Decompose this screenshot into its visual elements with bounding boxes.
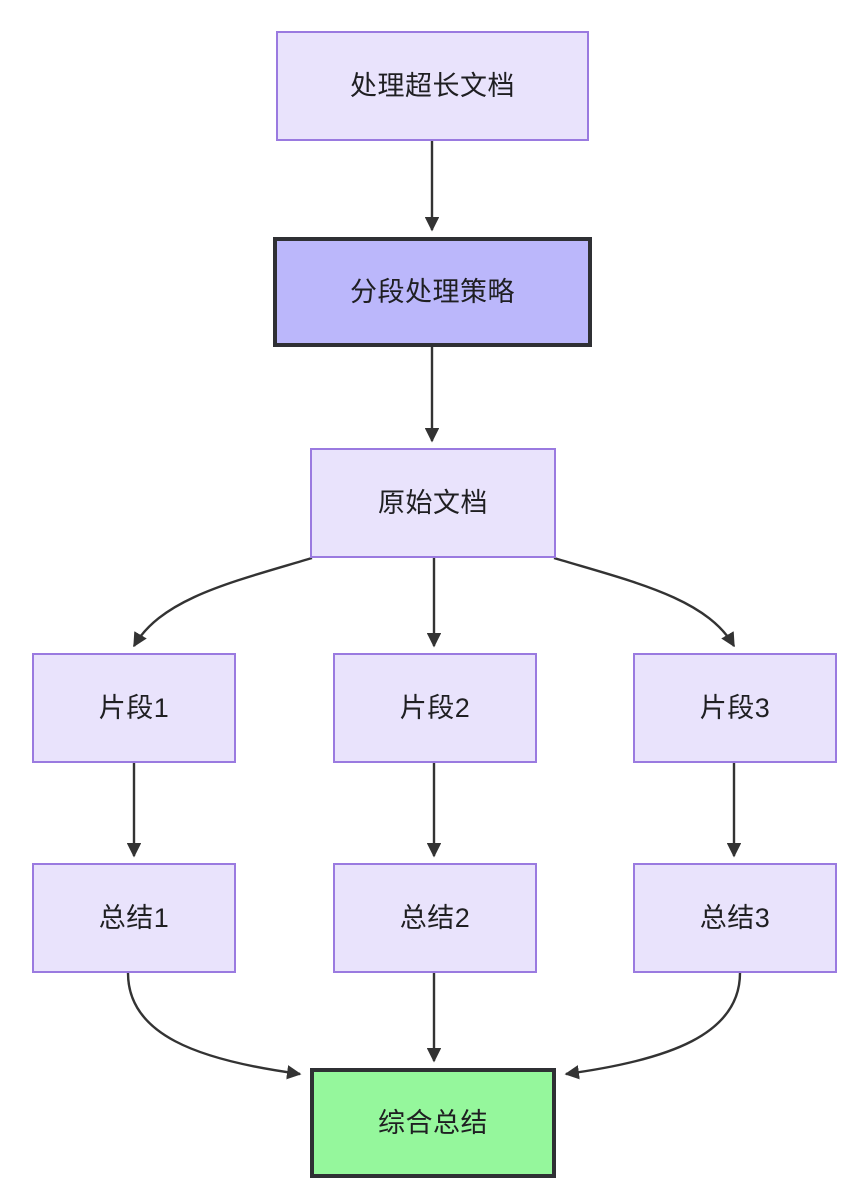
node-summary-2-label: 总结2 xyxy=(399,902,471,933)
node-summary-1[interactable]: 总结1 xyxy=(32,863,236,973)
node-summary-2[interactable]: 总结2 xyxy=(333,863,537,973)
node-summary-3-label: 总结3 xyxy=(699,902,771,933)
node-doc-long-label: 处理超长文档 xyxy=(350,70,515,101)
node-summary-3[interactable]: 总结3 xyxy=(633,863,837,973)
node-strategy-label: 分段处理策略 xyxy=(350,276,515,307)
node-strategy[interactable]: 分段处理策略 xyxy=(273,237,592,347)
node-source-doc-label: 原始文档 xyxy=(378,487,488,518)
edge-source-doc-to-chunk3 xyxy=(553,556,736,648)
node-summary-1-label: 总结1 xyxy=(98,902,170,933)
node-chunk-2[interactable]: 片段2 xyxy=(333,653,537,763)
node-chunk-3-label: 片段3 xyxy=(699,692,771,723)
edge-summary3-to-final xyxy=(564,972,742,1080)
node-chunk-2-label: 片段2 xyxy=(399,692,471,723)
node-final-summary-label: 综合总结 xyxy=(378,1107,488,1138)
edge-source-doc-to-chunk1 xyxy=(132,556,313,648)
node-doc-long[interactable]: 处理超长文档 xyxy=(276,31,589,141)
edge-summary1-to-final xyxy=(126,972,302,1080)
node-final-summary[interactable]: 综合总结 xyxy=(310,1068,556,1178)
node-chunk-1[interactable]: 片段1 xyxy=(32,653,236,763)
node-chunk-3[interactable]: 片段3 xyxy=(633,653,837,763)
node-source-doc[interactable]: 原始文档 xyxy=(310,448,556,558)
node-chunk-1-label: 片段1 xyxy=(98,692,170,723)
